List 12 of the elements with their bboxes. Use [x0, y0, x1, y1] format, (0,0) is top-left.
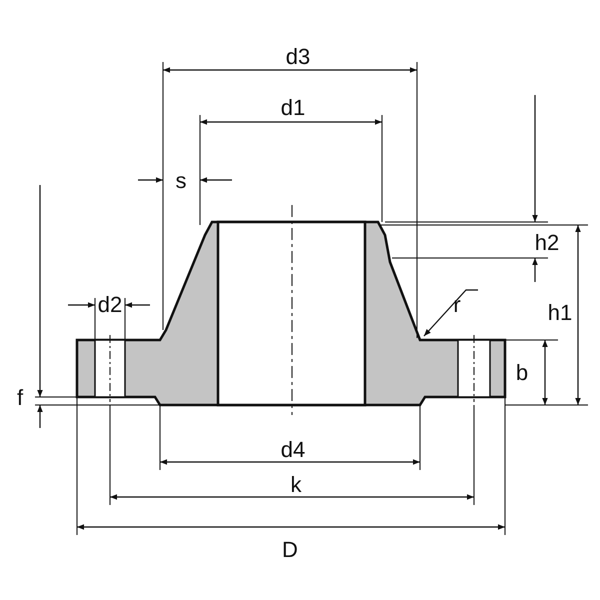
dimension-label: d4	[280, 437, 306, 462]
dimension-label: s	[176, 168, 186, 193]
dimension-label: d3	[286, 44, 310, 69]
dimension-label: f	[16, 385, 24, 410]
dimension-label: b	[516, 360, 528, 385]
dimension-label: d2	[98, 292, 122, 317]
dimension-label: k	[290, 472, 302, 497]
dimension-label: d1	[280, 95, 306, 120]
dimension-label: h1	[548, 300, 572, 325]
dimension-label: h2	[534, 230, 560, 255]
dimension-label: r	[453, 292, 461, 317]
dimension-label: D	[282, 537, 298, 562]
